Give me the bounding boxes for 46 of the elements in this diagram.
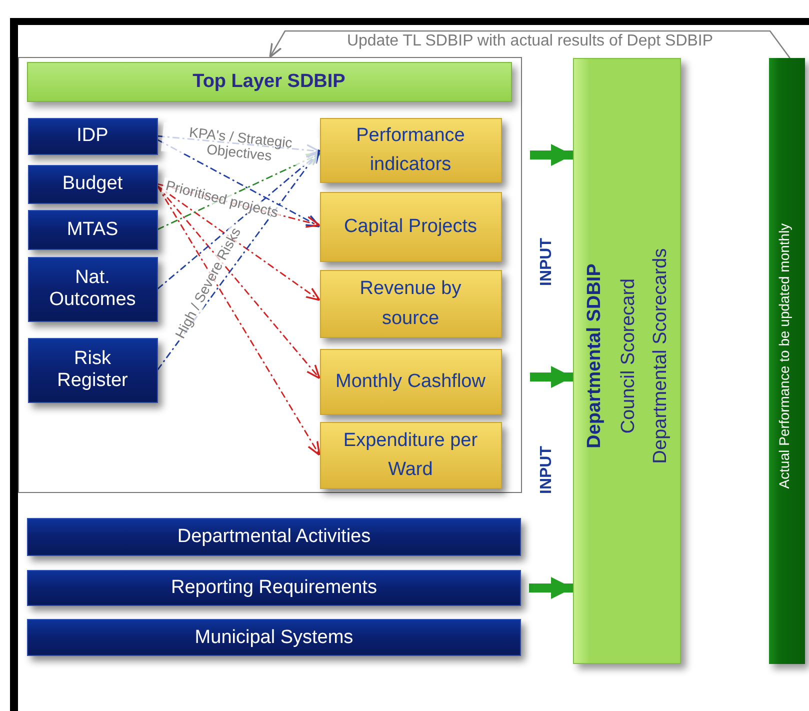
group-frame: [18, 57, 522, 493]
header-bar: [26, 62, 512, 102]
input-box: [28, 256, 158, 322]
bar-text: Council Scorecard: [618, 278, 640, 434]
sdbip-bar: [573, 58, 681, 664]
input-box: [27, 518, 521, 556]
input-label: INPUT: [538, 238, 556, 286]
dashed-arrow: [157, 152, 320, 290]
callout-arrow: [269, 30, 790, 58]
output-box: [320, 118, 502, 182]
node-label: Reporting Requirements: [171, 577, 377, 599]
input-box: [28, 118, 158, 154]
dashed-arrow: [156, 186, 320, 456]
node-label: Budget: [62, 173, 123, 195]
bar-title: Actual Performance to be updated monthly: [776, 223, 792, 489]
node-label: MTAS: [66, 218, 118, 240]
bar-text: Departmental Scorecards: [650, 248, 672, 464]
node-label: Nat. Outcomes: [49, 267, 136, 311]
node-label: Risk Register: [56, 348, 129, 392]
node-label: Top Layer SDBIP: [192, 70, 346, 92]
input-box: [27, 570, 521, 606]
input-label: INPUT: [538, 446, 556, 494]
output-box: [320, 192, 502, 262]
node-label: Capital Projects: [344, 214, 478, 239]
node-label: Departmental Activities: [177, 526, 371, 548]
node-label: Monthly Cashflow: [336, 370, 486, 394]
node-label: Performance indicators: [355, 124, 466, 177]
node-label: Expenditure per Ward: [342, 428, 479, 482]
status-bar: [769, 58, 805, 664]
output-box: [320, 348, 502, 414]
input-box: [28, 164, 158, 204]
input-box: [28, 338, 158, 402]
node-label: Revenue by source: [358, 277, 462, 330]
block-arrow: [530, 144, 573, 166]
block-arrow: [530, 366, 573, 388]
dashed-arrow: [156, 186, 320, 380]
block-arrow: [529, 577, 573, 599]
node-label: IDP: [76, 125, 108, 147]
output-box: [320, 270, 502, 338]
dashed-arrow: [157, 139, 320, 228]
input-box: [28, 210, 158, 250]
node-label: Municipal Systems: [194, 626, 354, 648]
dashed-arrow: [157, 185, 320, 301]
input-box: [27, 619, 521, 656]
bar-title: Departmental SDBIP: [584, 264, 606, 448]
output-box: [320, 422, 502, 488]
